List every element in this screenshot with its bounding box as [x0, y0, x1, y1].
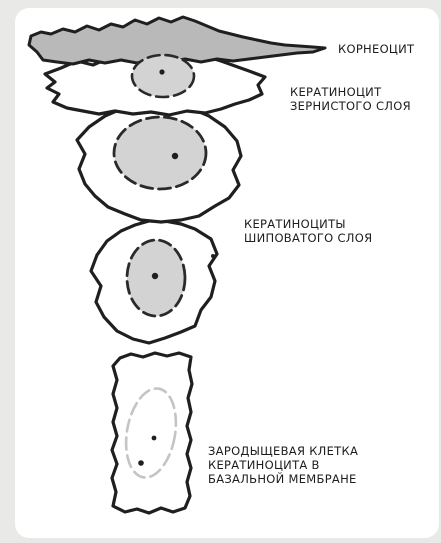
spinous-upper-nucleus [114, 117, 206, 189]
spinous-edge-dot [211, 254, 215, 258]
spinous-lower-nucleolus [152, 273, 158, 279]
basal-dot-1 [152, 436, 157, 441]
diagram-card: КОРНЕОЦИТ КЕРАТИНОЦИТ ЗЕРНИСТОГО СЛОЯ КЕ… [15, 8, 439, 538]
label-spinous-keratinocytes: КЕРАТИНОЦИТЫ ШИПОВАТОГО СЛОЯ [244, 217, 372, 245]
label-basal-germinal-cell: ЗАРОДЫЩЕВАЯ КЛЕТКА КЕРАТИНОЦИТА В БАЗАЛЬ… [208, 444, 358, 486]
label-granular-keratinocyte: КЕРАТИНОЦИТ ЗЕРНИСТОГО СЛОЯ [290, 85, 411, 113]
basal-cell [112, 353, 192, 513]
spinous-upper-nucleolus [172, 153, 178, 159]
granular-nucleus [132, 55, 194, 97]
granular-nucleolus [159, 69, 164, 74]
basal-dot-2 [138, 460, 144, 466]
label-corneocyte: КОРНЕОЦИТ [338, 42, 414, 56]
